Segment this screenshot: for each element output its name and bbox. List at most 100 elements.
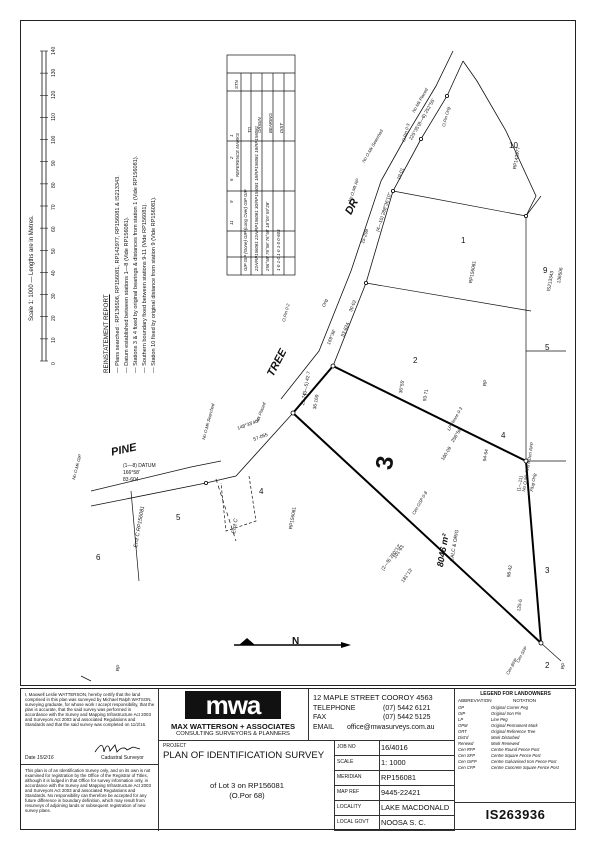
ref-column-values: GIP GIP (Gone) GIP (Long Over) GIP GIP: [243, 189, 248, 271]
neighbour-lot-number: 2: [545, 661, 550, 670]
scale-tick-label: 50: [51, 248, 57, 255]
ref-header-cell: STN: [234, 80, 239, 89]
detail-value: RP156081: [381, 773, 416, 782]
datum-label: (1—8) DATUM: [123, 463, 156, 469]
neighbour-lot-number: 3: [545, 566, 550, 575]
telephone-value: (07) 5442 6121: [383, 705, 431, 712]
plan-sheet: Scale 1: 1000 — Lengths are in Metres. 0…: [20, 20, 576, 686]
firm-box: mwa MAX WATTERSON + ASSOCIATES CONSULTIN…: [159, 689, 309, 741]
legend-abbreviation: OP: [458, 705, 465, 710]
legend-abbreviation: LP: [458, 717, 464, 722]
neighbour-lot-number: 9: [543, 266, 548, 275]
legend-notation: Original Corner Peg: [491, 705, 529, 710]
ref-cell: 2: [229, 156, 234, 159]
legend-notation: Mark Disturbed: [491, 735, 520, 740]
scale-tick-label: 90: [51, 160, 57, 166]
legend-abbreviation: Renewd: [458, 741, 474, 746]
legend-abbreviation: Dist'd: [458, 735, 469, 740]
title-block: I, Maxwell Leslie WATTERSON, hereby cert…: [20, 688, 576, 831]
neighbour-lot-number: 10: [509, 141, 518, 150]
detail-row: LOCALITY LAKE MACDONALD: [335, 801, 455, 816]
detail-label: SCALE: [337, 759, 354, 765]
date-label: Date 15/2/16: [25, 755, 54, 761]
legend-abbreviation: ORT: [458, 729, 467, 734]
certification-text: I, Maxwell Leslie WATTERSON, hereby cert…: [25, 692, 155, 727]
detail-separator: [379, 756, 380, 771]
detail-separator: [379, 786, 380, 801]
legend-abbreviation: OIP: [458, 711, 466, 716]
scale-tick-label: 60: [51, 226, 57, 233]
neighbour-lot-number: 5: [545, 343, 550, 352]
neighbour-lot-number: 4: [259, 487, 264, 496]
ref-header-cell: DIST: [279, 122, 284, 133]
ref-header-cell: BEARING: [268, 113, 273, 133]
firm-sub: CONSULTING SURVEYORS & PLANNERS: [176, 731, 290, 737]
legend-col1: ABBREVIATION: [458, 698, 492, 703]
neighbour-lot-number: 1: [461, 236, 466, 245]
report-heading: REINSTATEMENT REPORT: [103, 294, 110, 373]
north-arrow: [234, 638, 351, 648]
detail-label: MAP REF: [337, 789, 360, 795]
legend-abbreviation: Cen GIFP: [458, 759, 477, 764]
legend-notation: Centre Galvanised Iron Fence Post: [491, 759, 557, 764]
legend-title: LEGEND FOR LANDOWNERS: [480, 691, 551, 697]
datum-dist: 83·604: [123, 477, 139, 483]
ref-column-values: 22A/RP156081 22A/RP156081 30/RP156081 18…: [254, 125, 259, 271]
contact-box: 12 MAPLE STREET COOROY 4563 TELEPHONE (0…: [309, 689, 455, 741]
plan-number-box: IS263936: [455, 803, 576, 831]
firm-name: MAX WATTERSON + ASSOCIATES: [170, 722, 296, 731]
scale-bar: [40, 50, 48, 362]
email-label: EMAIL: [313, 724, 335, 731]
north-label: N: [292, 636, 300, 647]
ref-cell: 9: [229, 200, 234, 203]
legend-abbreviation: Cen RFP: [458, 747, 476, 752]
detail-value: LAKE MACDONALD: [381, 803, 450, 812]
disclaimer-text: This plan is of an Identification Survey…: [25, 768, 151, 813]
telephone-label: TELEPHONE: [313, 705, 356, 712]
ref-cell: 11: [229, 220, 234, 225]
ref-cell: 6: [229, 178, 234, 181]
detail-label: JOB NO: [337, 744, 356, 750]
ref-header-cell: TO: [247, 126, 252, 133]
scale-tick-label: 0: [51, 362, 57, 365]
scale-tick-label: 30: [51, 293, 57, 299]
ref-column-values: 1·0 1·0 1·0 1·0 0·603: [276, 229, 281, 272]
project-of-lot: of Lot 3 on RP156081: [210, 781, 284, 790]
email-value: office@mwasurveys.com.au: [347, 724, 435, 731]
datum-bearing: 166°58': [123, 470, 140, 476]
legend-abbreviation: Cen CFP: [458, 765, 476, 770]
report-line-4: — Southern boundary fixed between statio…: [142, 203, 148, 373]
neighbour-lot-number: 5: [176, 513, 181, 522]
neighbour-lot-number: 6: [96, 553, 101, 562]
plan-number: IS263936: [485, 807, 546, 822]
ref-column-values: 256°58' 76°58' 76°58' 18°05' 59°28': [265, 201, 270, 271]
legend-notation: Original Iron Pin: [491, 711, 522, 716]
signer-label: Cadastral Surveyor: [101, 755, 144, 761]
fax-label: FAX: [313, 714, 327, 721]
legend-notation: Mark Renewed: [491, 741, 520, 746]
neighbour-lot-number: 4: [501, 431, 506, 440]
certification-box: I, Maxwell Leslie WATTERSON, hereby cert…: [21, 689, 159, 765]
legend-notation: Original Reference Tree: [491, 729, 536, 734]
scale-tick-label: 140: [51, 46, 57, 55]
detail-separator: [379, 771, 380, 786]
detail-label: LOCALITY: [337, 804, 362, 810]
signature: [94, 744, 141, 753]
legend-notation: Original Permanent Mark: [491, 723, 538, 728]
legend-notation: Line Peg: [491, 717, 508, 722]
scale-tick-label: 10: [51, 337, 57, 343]
scale-tick-label: 110: [51, 113, 57, 122]
detail-separator: [379, 801, 380, 816]
project-label: PROJECT: [163, 743, 187, 749]
lot-lines: [80, 190, 566, 682]
scale-tick-label: 120: [51, 90, 57, 100]
detail-value: 16/4016: [381, 743, 408, 752]
scale-tick-label: 40: [51, 270, 57, 277]
detail-value: NOOSA S. C.: [381, 818, 426, 827]
legend-abbreviation: Cen SFP: [458, 753, 475, 758]
report-line-5: — Station 10 fixed by original distance …: [151, 196, 157, 373]
report-line-1: — Plans searched : RP136506, RP156081, R…: [115, 175, 121, 373]
